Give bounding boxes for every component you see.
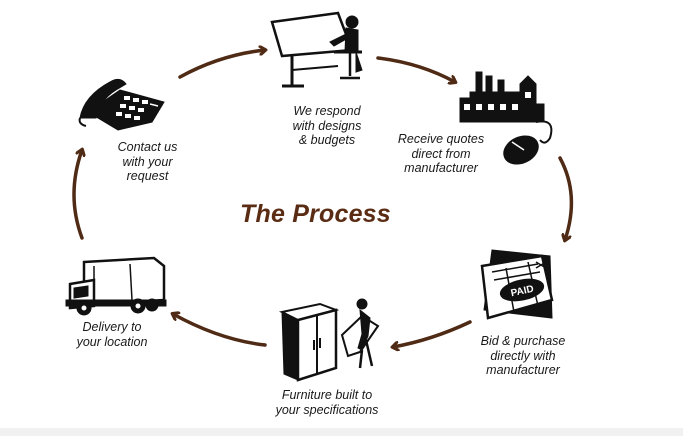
- step-quotes-caption: Receive quotes direct from manufacturer: [386, 132, 496, 176]
- arrow-delivery-to-contact: [72, 150, 82, 240]
- caption-line: Contact us: [117, 140, 178, 154]
- caption-line: manufacturer: [404, 161, 478, 175]
- diagram-title: The Process: [240, 200, 391, 228]
- caption-line: Bid & purchase: [480, 334, 566, 348]
- caption-line: your location: [76, 334, 148, 349]
- caption-line: with designs: [292, 118, 362, 133]
- step-delivery-caption: Delivery to your location: [62, 320, 162, 349]
- drafting-table-icon: [270, 11, 363, 88]
- caption-line: Receive quotes: [397, 132, 485, 146]
- caption-line: & budgets: [298, 133, 356, 147]
- arrow-design-to-quotes: [376, 56, 455, 82]
- caption-line: We respond: [293, 104, 361, 118]
- paid-stamp-text: PAID: [510, 284, 535, 300]
- step-furniture-caption: Furniture built to your specifications: [262, 388, 392, 417]
- arrow-bid-to-furniture: [393, 320, 472, 347]
- arrow-contact-to-design: [178, 50, 265, 79]
- caption-line: direct from: [411, 146, 471, 161]
- arrow-quotes-to-bid: [558, 156, 574, 240]
- delivery-truck-icon: [65, 256, 167, 316]
- step-design-caption: We respond with designs & budgets: [272, 104, 382, 148]
- telephone-icon: [78, 78, 165, 131]
- caption-line: request: [126, 169, 169, 183]
- bottom-strip: [0, 428, 683, 436]
- step-bid-caption: Bid & purchase directly with manufacture…: [463, 334, 583, 378]
- caption-line: your specifications: [275, 402, 379, 417]
- caption-line: directly with: [490, 348, 556, 363]
- caption-line: Delivery to: [82, 320, 142, 334]
- caption-line: with your: [122, 154, 173, 169]
- arrow-furniture-to-delivery: [173, 314, 267, 347]
- paid-invoice-icon: PAID: [480, 249, 554, 320]
- cabinet-icon: [278, 298, 380, 382]
- caption-line: manufacturer: [486, 363, 560, 377]
- factory-icon: [459, 71, 553, 165]
- step-contact-caption: Contact us with your request: [100, 140, 195, 184]
- caption-line: Furniture built to: [281, 388, 373, 402]
